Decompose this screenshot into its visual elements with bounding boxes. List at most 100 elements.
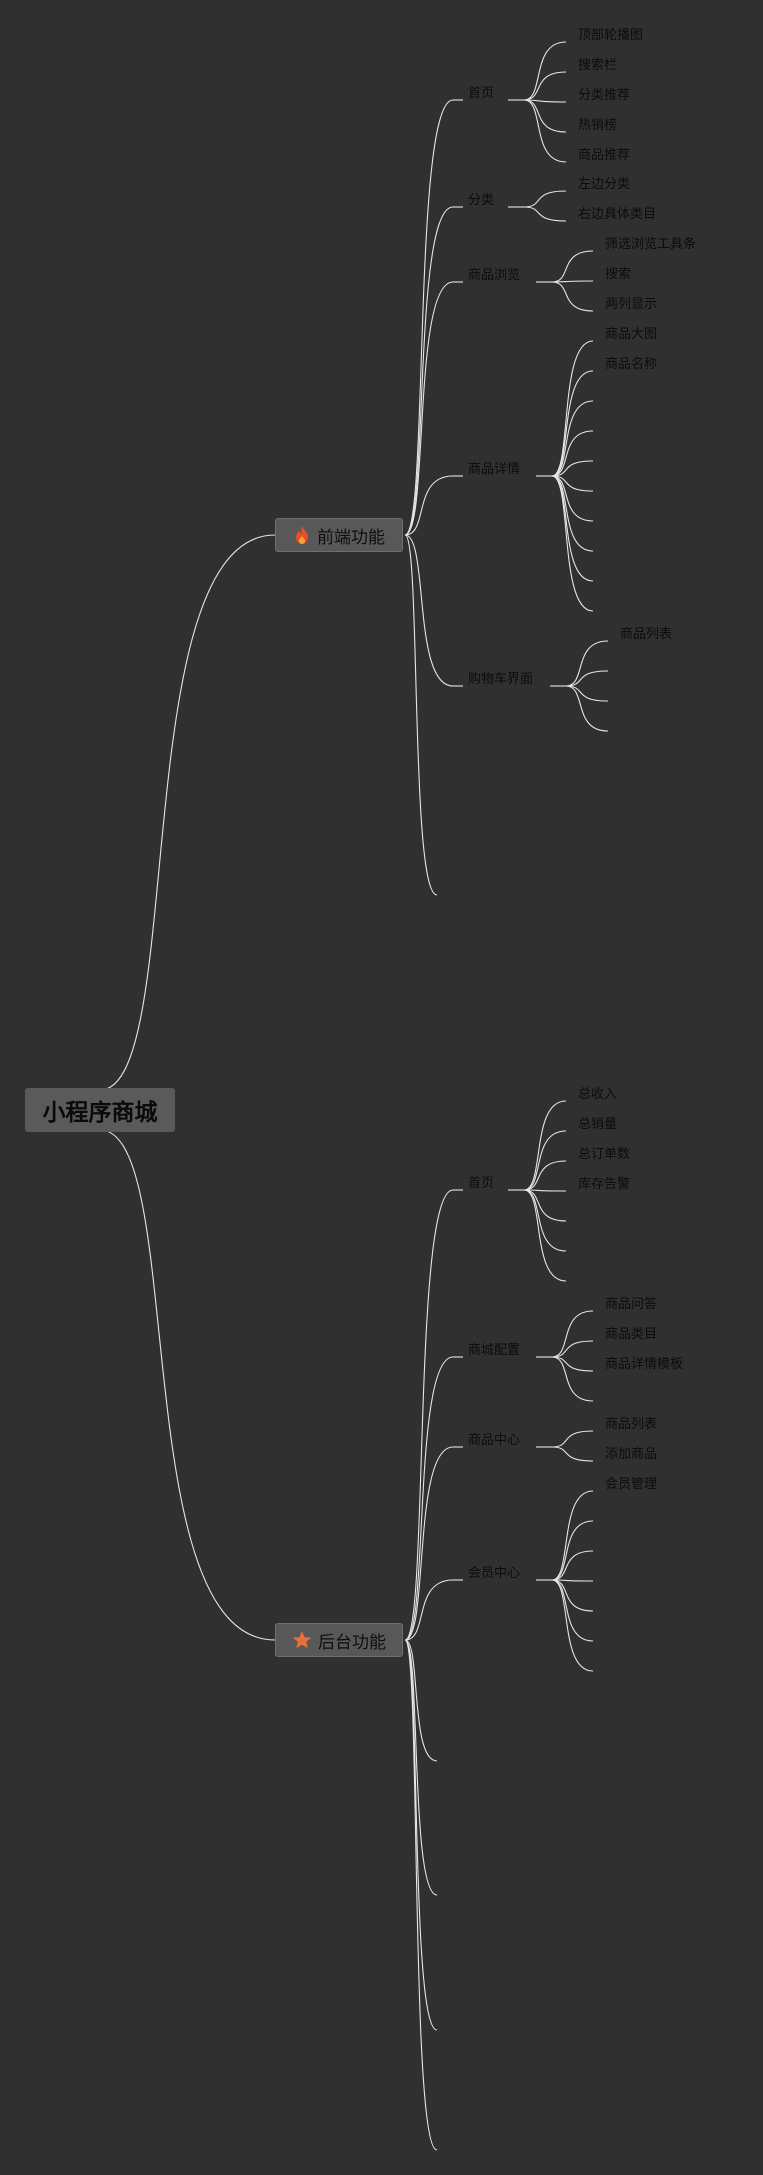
leaf-item[interactable]: 库存告警 <box>578 1177 631 1192</box>
link-child-item <box>551 475 594 612</box>
leaf-item[interactable]: 商品类目 <box>605 1327 658 1342</box>
branch-label: 后台功能 <box>318 1632 386 1653</box>
link-branch-child <box>404 1446 454 1641</box>
leaf-item[interactable]: 顶部轮播图 <box>578 28 644 43</box>
link-child-item <box>523 1189 567 1282</box>
fire-icon <box>293 525 311 545</box>
leaf-item[interactable]: 右边具体类目 <box>578 207 657 222</box>
link-branch-child <box>404 1639 438 2151</box>
leaf-item[interactable]: 会员管理 <box>605 1477 658 1492</box>
link-child-item <box>551 400 594 477</box>
link-child-item <box>551 460 594 477</box>
link-branch-child <box>404 1639 438 2031</box>
link-child-item <box>551 370 594 477</box>
leaf-item[interactable]: 左边分类 <box>578 177 631 192</box>
link-child-item <box>523 99 567 133</box>
leaf-item[interactable]: 商品列表 <box>605 1417 658 1432</box>
link-branch-child <box>404 1356 454 1641</box>
leaf-item[interactable]: 两列显示 <box>605 297 658 312</box>
leaf-item[interactable]: 总收入 <box>578 1087 618 1102</box>
link-branch-child <box>404 99 454 536</box>
link-child-item <box>565 670 609 687</box>
leaf-item[interactable]: 商品推荐 <box>578 148 631 163</box>
leaf-item[interactable]: 商品列表 <box>620 627 673 642</box>
link-child-item <box>523 1100 567 1191</box>
branch-node-frontend[interactable]: 前端功能 <box>275 518 403 552</box>
star-icon <box>292 1630 312 1650</box>
link-child-item <box>551 475 594 492</box>
link-root-frontend <box>99 534 276 1091</box>
link-child-item <box>551 475 594 522</box>
link-child-item <box>523 41 567 101</box>
link-child-item <box>523 71 567 101</box>
link-branch-child <box>404 206 454 536</box>
leaf-item[interactable]: 搜索栏 <box>578 58 618 73</box>
link-child-item <box>551 1430 594 1448</box>
leaf-item[interactable]: 筛选浏览工具条 <box>605 237 697 252</box>
link-child-item <box>551 1490 594 1581</box>
link-branch-child <box>404 475 454 536</box>
link-child-item <box>551 281 594 312</box>
child-node[interactable]: 商品中心 <box>468 1433 521 1448</box>
link-child-item <box>565 640 609 687</box>
link-branch-child <box>404 1639 438 1762</box>
child-node[interactable]: 商城配置 <box>468 1343 521 1358</box>
leaf-item[interactable]: 总订单数 <box>578 1147 631 1162</box>
link-child-item <box>551 1579 594 1672</box>
link-child-item <box>551 1550 594 1581</box>
link-child-item <box>551 430 594 477</box>
leaf-item[interactable]: 商品问答 <box>605 1297 658 1312</box>
link-child-item <box>523 99 567 163</box>
leaf-item[interactable]: 添加商品 <box>605 1447 658 1462</box>
branch-label: 前端功能 <box>317 527 385 548</box>
child-node[interactable]: 商品浏览 <box>468 268 521 283</box>
link-branch-child <box>404 281 454 536</box>
child-node[interactable]: 首页 <box>468 1176 495 1191</box>
link-child-item <box>551 1340 594 1358</box>
link-child-item <box>551 280 594 283</box>
child-node[interactable]: 会员中心 <box>468 1566 521 1581</box>
link-child-item <box>551 1356 594 1372</box>
leaf-item[interactable]: 总销量 <box>578 1117 618 1132</box>
fire-icon-shape <box>296 526 308 544</box>
link-child-item <box>551 1579 594 1612</box>
child-node[interactable]: 分类 <box>468 193 495 208</box>
link-branch-child <box>404 534 454 687</box>
child-node[interactable]: 购物车界面 <box>468 672 534 687</box>
child-node[interactable]: 首页 <box>468 86 495 101</box>
leaf-item[interactable]: 商品大图 <box>605 327 658 342</box>
link-child-item <box>565 685 609 732</box>
link-child-item <box>523 1130 567 1191</box>
link-branch-child <box>404 534 438 896</box>
link-branch-child <box>404 1579 454 1641</box>
leaf-item[interactable]: 热销榜 <box>578 118 618 133</box>
link-child-item <box>551 340 594 477</box>
link-child-item <box>523 206 567 222</box>
child-node[interactable]: 商品详情 <box>468 462 521 477</box>
leaf-item[interactable]: 商品名称 <box>605 357 658 372</box>
link-child-item <box>551 1520 594 1581</box>
root-label: 小程序商城 <box>42 1100 158 1126</box>
star-icon-shape <box>292 1631 312 1649</box>
link-child-item <box>551 1446 594 1462</box>
link-child-item <box>523 1189 567 1222</box>
leaf-item[interactable]: 分类推荐 <box>578 88 631 103</box>
link-child-item <box>551 1579 594 1582</box>
leaf-item[interactable]: 搜索 <box>605 267 632 282</box>
link-branch-child <box>404 1189 454 1641</box>
leaf-item[interactable]: 商品详情模板 <box>605 1357 684 1372</box>
root-node[interactable]: 小程序商城 <box>25 1088 175 1132</box>
link-root-backend <box>99 1129 276 1641</box>
link-child-item <box>551 475 594 582</box>
link-child-item <box>551 250 594 283</box>
link-child-item <box>565 685 609 702</box>
branch-node-backend[interactable]: 后台功能 <box>275 1623 403 1657</box>
link-child-item <box>523 1160 567 1191</box>
link-child-item <box>523 1189 567 1192</box>
link-branch-child <box>404 1639 438 1896</box>
link-child-item <box>551 1356 594 1402</box>
link-child-item <box>523 190 567 208</box>
link-child-item <box>551 1310 594 1358</box>
link-child-item <box>523 99 567 103</box>
